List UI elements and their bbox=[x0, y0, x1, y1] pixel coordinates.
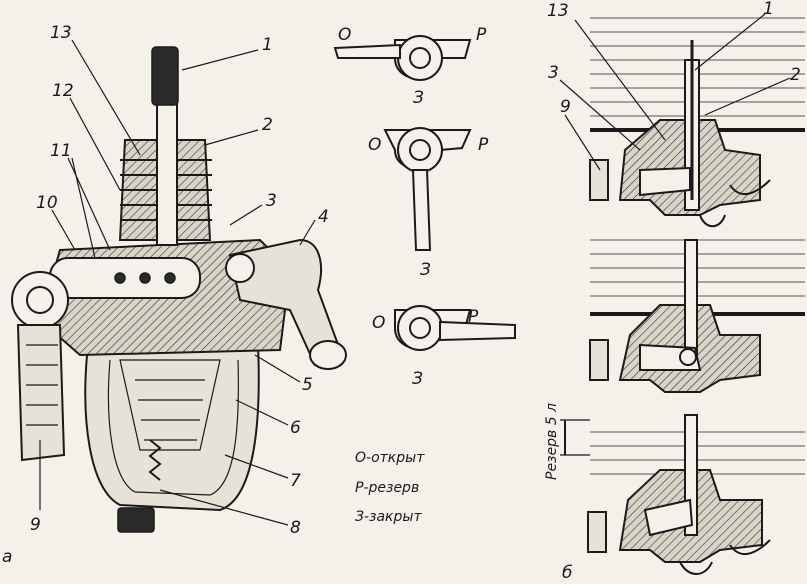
part-label-10: 10 bbox=[36, 193, 58, 213]
part-label-5: 5 bbox=[302, 375, 313, 395]
part-label-4: 4 bbox=[318, 207, 329, 227]
reserve-label-3: Р bbox=[468, 307, 479, 327]
leader-lines bbox=[39, 39, 316, 526]
intake-tube bbox=[151, 46, 179, 106]
reserve-volume-label: Резерв 5 л bbox=[544, 403, 560, 480]
legend-reserve: Р-резерв bbox=[355, 480, 419, 496]
open-label-1: О bbox=[338, 25, 351, 45]
sediment-bowl bbox=[84, 344, 260, 512]
legend-open: О-открыт bbox=[355, 450, 425, 466]
handle-lever bbox=[16, 324, 66, 462]
section-part-1: 1 bbox=[763, 0, 774, 19]
section-part-3: 3 bbox=[548, 63, 559, 83]
lever-eye bbox=[11, 271, 69, 329]
part-label-6: 6 bbox=[290, 418, 301, 438]
part-label-12: 12 bbox=[52, 81, 74, 101]
part-label-13: 13 bbox=[50, 23, 72, 43]
part-label-7: 7 bbox=[290, 471, 301, 491]
lever-position-open: О Р З bbox=[333, 25, 487, 108]
closed-label-3: З bbox=[412, 369, 423, 389]
legend: О-открыт Р-резерв З-закрыт bbox=[355, 450, 425, 525]
section-view-reserve bbox=[589, 239, 805, 393]
section-part-9: 9 bbox=[560, 97, 571, 117]
part-label-9: 9 bbox=[30, 515, 41, 535]
part-label-2: 2 bbox=[262, 115, 273, 135]
reserve-label-2: Р bbox=[478, 135, 489, 155]
outlet-nozzle bbox=[309, 340, 347, 370]
closed-label-2: З bbox=[420, 260, 431, 280]
open-label-3: О bbox=[372, 313, 385, 333]
section-view-closed: Резерв 5 л б bbox=[544, 403, 805, 583]
inner-tube bbox=[156, 94, 178, 246]
spring bbox=[148, 439, 162, 481]
fuel-cock-cutaway bbox=[11, 46, 347, 533]
lever-position-reserve: О Р З bbox=[372, 305, 516, 389]
part-label-1: 1 bbox=[262, 35, 273, 55]
legend-closed: З-закрыт bbox=[355, 509, 422, 525]
section-label-b: б bbox=[562, 563, 572, 583]
section-view-open bbox=[589, 17, 805, 228]
closed-label-1: З bbox=[413, 88, 424, 108]
bottom-nut bbox=[117, 507, 155, 533]
part-label-11: 11 bbox=[50, 141, 72, 161]
part-labels: 1 2 3 4 5 6 7 8 9 10 11 12 13 а bbox=[2, 23, 329, 567]
section-part-labels: 13 1 3 2 9 bbox=[547, 0, 801, 171]
section-part-2: 2 bbox=[790, 65, 801, 85]
part-label-8: 8 bbox=[290, 518, 301, 538]
section-label-a: а bbox=[2, 547, 12, 567]
lever-position-closed: О Р З bbox=[368, 127, 489, 280]
section-part-13: 13 bbox=[547, 1, 569, 21]
filter-screen bbox=[119, 359, 221, 451]
open-label-2: О bbox=[368, 135, 381, 155]
part-label-3: 3 bbox=[266, 191, 277, 211]
reserve-label-1: Р bbox=[476, 25, 487, 45]
